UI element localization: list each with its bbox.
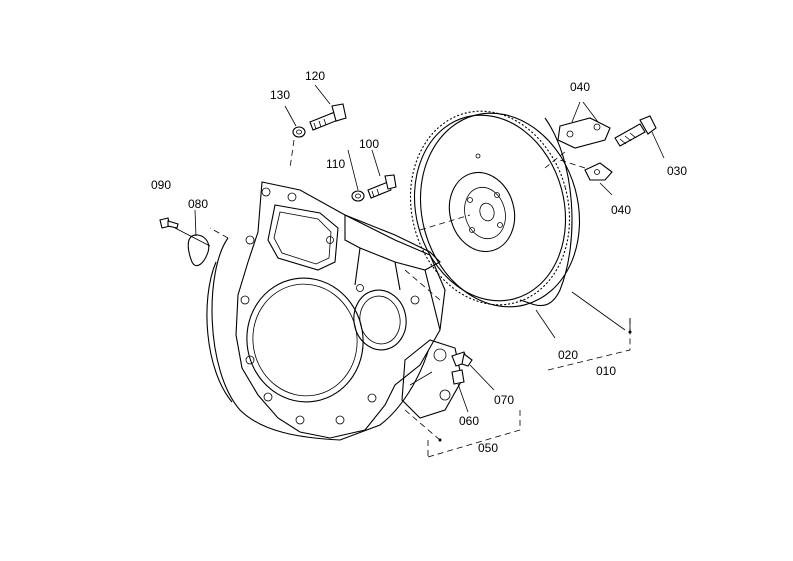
assembly-bracket-010: [547, 318, 632, 371]
leader-lines: [174, 84, 665, 441]
washer-110: [351, 190, 365, 202]
assembly-bracket-050: [427, 410, 521, 458]
label-120: 120: [305, 69, 325, 83]
label-040-bottom: 040: [611, 203, 631, 217]
part-labels: 010 020 030 040 040 050 060 070 080 090 …: [151, 69, 687, 455]
label-100: 100: [359, 137, 379, 151]
label-050: 050: [478, 441, 498, 455]
label-130: 130: [270, 88, 290, 102]
label-080: 080: [188, 197, 208, 211]
bolt-120: [309, 103, 347, 131]
bolt-030: [614, 115, 657, 147]
plug-060: [451, 369, 465, 385]
bolt-100: [367, 174, 397, 199]
label-060: 060: [459, 414, 479, 428]
label-010: 010: [596, 364, 616, 378]
cover-plate-080: [187, 234, 210, 267]
screw-090: [159, 217, 179, 229]
plug-070: [451, 351, 473, 367]
washer-130: [292, 126, 306, 138]
label-030: 030: [667, 164, 687, 178]
lock-washer-plate: [557, 117, 611, 149]
label-110: 110: [326, 157, 345, 171]
label-020: 020: [558, 348, 578, 362]
label-090: 090: [151, 178, 171, 192]
lock-washer-small: [584, 162, 613, 181]
flywheel-housing: [206, 181, 463, 441]
label-070: 070: [494, 393, 514, 407]
label-040-top: 040: [570, 80, 590, 94]
